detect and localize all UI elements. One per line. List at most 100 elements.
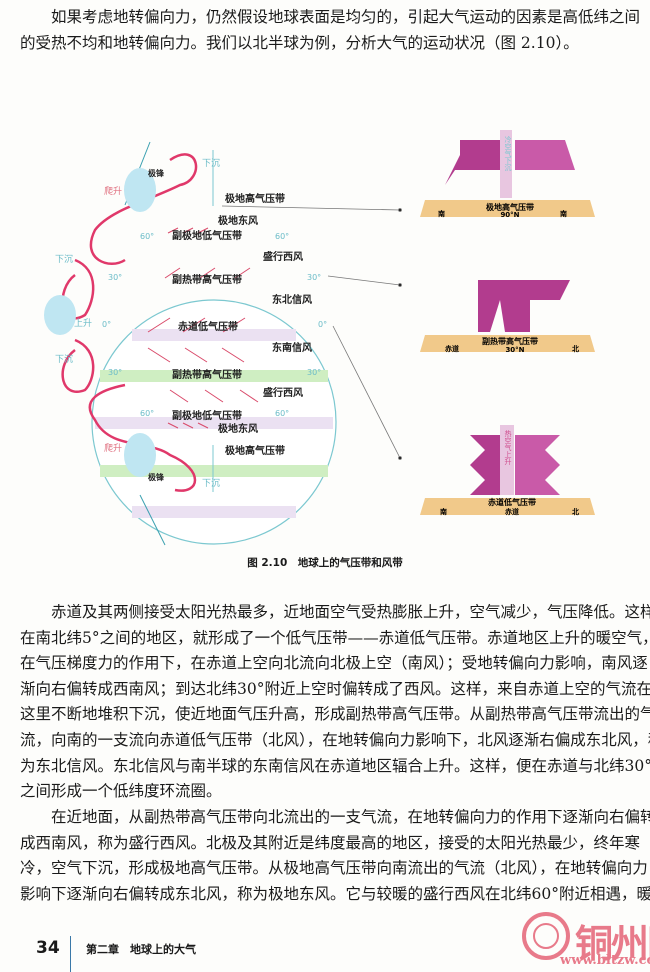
figure-shape xyxy=(398,283,402,287)
text-line: 这里不断地堆积下沉，使近地面气压升高，形成副热带高气压带。从副热带高气压带流出的… xyxy=(20,705,650,724)
figure-label: 副热带高气压带 xyxy=(482,336,538,346)
band-label-4: 副极地低气压带 xyxy=(172,409,242,422)
figure-shape xyxy=(44,168,156,477)
figure-shape xyxy=(167,227,209,234)
label-polar-easterlies-s: 极地东风 xyxy=(218,422,258,435)
figure-label: 北 xyxy=(572,344,579,353)
figure-shape xyxy=(61,258,95,320)
label-rise: 上升 xyxy=(74,318,92,329)
figure-label: 赤道 xyxy=(445,344,459,353)
figure-shape xyxy=(500,425,514,495)
page-footer: 34 第二章 地球上的大气 xyxy=(36,936,196,972)
figure-shape xyxy=(420,498,595,515)
figure-label: 30° xyxy=(307,368,321,377)
label-westerlies-s: 盛行西风 xyxy=(263,386,303,399)
figure-label: 60° xyxy=(275,232,289,241)
figure-shape xyxy=(167,422,209,429)
figure-shape xyxy=(398,208,402,212)
figure-shape xyxy=(164,267,251,279)
text-line: 冷，空气下沉，形成极地高气压带。从极地高气压带向南流出的气流（北风），在地转偏向… xyxy=(20,859,648,878)
figure-shape xyxy=(500,130,512,198)
figure-label: 南 xyxy=(438,209,445,218)
text-line: 成西南风，称为盛行西风。北极及其附近是纬度最高的地区，接受的太阳光热最少，终年寒 xyxy=(20,833,641,852)
figure-shape: 极地高气压带 极地东风 副极地低气压带 副热带高气压带 赤道低气压带 副热带高气… xyxy=(148,168,312,482)
watermark-seal-icon xyxy=(522,912,570,960)
figure-shape xyxy=(478,280,570,332)
figure-label: 南 xyxy=(560,209,567,218)
band-label-0: 副极地低气压带 xyxy=(172,229,242,242)
band-label-3: 副热带高气压带 xyxy=(172,368,242,381)
figure-shape xyxy=(61,338,95,393)
figure-label: 30° xyxy=(108,368,122,377)
label-sink-left: 下沉 xyxy=(55,354,73,365)
panel-equatorial: 热空气上升 赤道低气压带 南 赤道 北 xyxy=(420,425,595,516)
figure-shape xyxy=(221,205,402,460)
figure-label: 60° xyxy=(275,409,289,418)
figure-shape xyxy=(445,140,500,185)
band-60n xyxy=(132,329,296,341)
panel-subtropical: 副热带高气压带 赤道 30°N 北 xyxy=(420,280,595,354)
label-ne-trades: 东北信风 xyxy=(272,293,312,306)
figure-shape xyxy=(44,295,76,335)
figure-shape xyxy=(398,456,402,460)
label-polar-high-n: 极地高气压带 xyxy=(225,192,285,205)
paragraph-1: 赤道及其两侧接受太阳光热最多，近地面空气受热膨胀上升，空气减少，气压降低。这样 … xyxy=(20,600,650,805)
text-line: 渐向右偏转成西南风；到达北纬30°附近上空时偏转成了西风。这样，来自赤道上空的气… xyxy=(20,679,650,698)
intro-paragraph: 如果考虑地转偏向力，仍然假设地球表面是均匀的，引起大气运动的因素是高低纬之间 的… xyxy=(20,5,641,56)
text-line: 在南北纬5°之间的地区，就形成了一个低气压带——赤道低气压带。赤道地区上升的暖空… xyxy=(20,628,650,647)
band-60s xyxy=(132,506,296,518)
paragraph-2: 在近地面，从副热带高气压带向北流出的一支气流，在地转偏向力的作用下逐渐向右偏转 … xyxy=(20,805,650,907)
figure-shape xyxy=(147,317,246,333)
band-0 xyxy=(95,417,333,429)
figure-label: 0° xyxy=(318,320,327,329)
globe xyxy=(44,141,337,546)
figure-label: 60° xyxy=(140,409,154,418)
figure-label: 60° xyxy=(140,232,154,241)
label-sink-left-n: 下沉 xyxy=(55,254,73,265)
text-line: 在近地面，从副热带高气压带向北流出的一支气流，在地转偏向力的作用下逐渐向右偏转 xyxy=(51,808,650,826)
figure-label: 30° xyxy=(307,273,321,282)
label-polar-easterlies-n: 极地东风 xyxy=(218,214,258,227)
figure-shape xyxy=(515,140,575,170)
label-westerlies-n: 盛行西风 xyxy=(263,250,303,263)
figure-shape xyxy=(124,433,156,477)
band-30s xyxy=(100,465,328,477)
text-line: 影响下逐渐向右偏转成东北风，称为极地东风。它与较暖的盛行西风在北纬60°附近相遇… xyxy=(20,884,650,903)
figure-shape xyxy=(515,435,560,495)
figure-label: 90°N xyxy=(500,211,519,219)
text-line: 的受热不均和地转偏向力。我们以北半球为例，分析大气的运动状况（图 2.10）。 xyxy=(20,33,579,52)
label-sink-s: 下沉 xyxy=(202,478,220,489)
figure-label: 赤道 xyxy=(505,507,519,516)
watermark-url: www.bltzw.com xyxy=(560,953,650,968)
figure-label: 南 xyxy=(440,507,447,516)
figure-shape xyxy=(221,205,401,211)
figure-caption: 图 2.10 地球上的气压带和风带 xyxy=(247,557,403,569)
text-line: 流，向南的一支流向赤道低气压带（北风），在地转偏向力影响下，北风逐渐右偏成东北风… xyxy=(20,730,650,749)
band-label-1: 副热带高气压带 xyxy=(172,273,242,286)
label-front-s: 极锋 xyxy=(148,472,165,482)
band-label-2: 赤道低气压带 xyxy=(178,320,238,333)
chapter-title: 第二章 地球上的大气 xyxy=(86,943,196,956)
label-polar-high-s: 极地高气压带 xyxy=(225,444,285,457)
figure-label: 冷空气下沉 xyxy=(504,135,512,172)
watermark-name: 铜州网 xyxy=(575,922,650,966)
figure-label: 极地高气压带 xyxy=(486,202,534,212)
figure-shape xyxy=(147,227,259,429)
text-line: 在气压梯度力的作用下，在赤道上空向北流向北极上空（南风）；受地转偏向力影响，南风… xyxy=(20,654,648,673)
figure-label: 赤道低气压带 xyxy=(488,497,536,507)
figure-shape xyxy=(420,200,595,217)
page-number: 34 xyxy=(36,938,60,958)
figure-label: 0° xyxy=(102,320,111,329)
label-sink-n: 下沉 xyxy=(202,158,220,169)
figure-shape xyxy=(147,347,245,363)
figure-shape xyxy=(169,389,259,403)
footer-divider xyxy=(70,936,71,972)
figure-shape xyxy=(124,168,156,212)
band-30n xyxy=(100,370,328,382)
figure-shape xyxy=(139,494,166,546)
figure-shape xyxy=(327,275,401,286)
text-line: 如果考虑地转偏向力，仍然假设地球表面是均匀的，引起大气运动的因素是高低纬之间 xyxy=(51,8,641,26)
label-se-trades: 东南信风 xyxy=(272,341,312,354)
figure-label: 北 xyxy=(572,507,579,516)
figure-label: 30°N xyxy=(505,346,524,354)
